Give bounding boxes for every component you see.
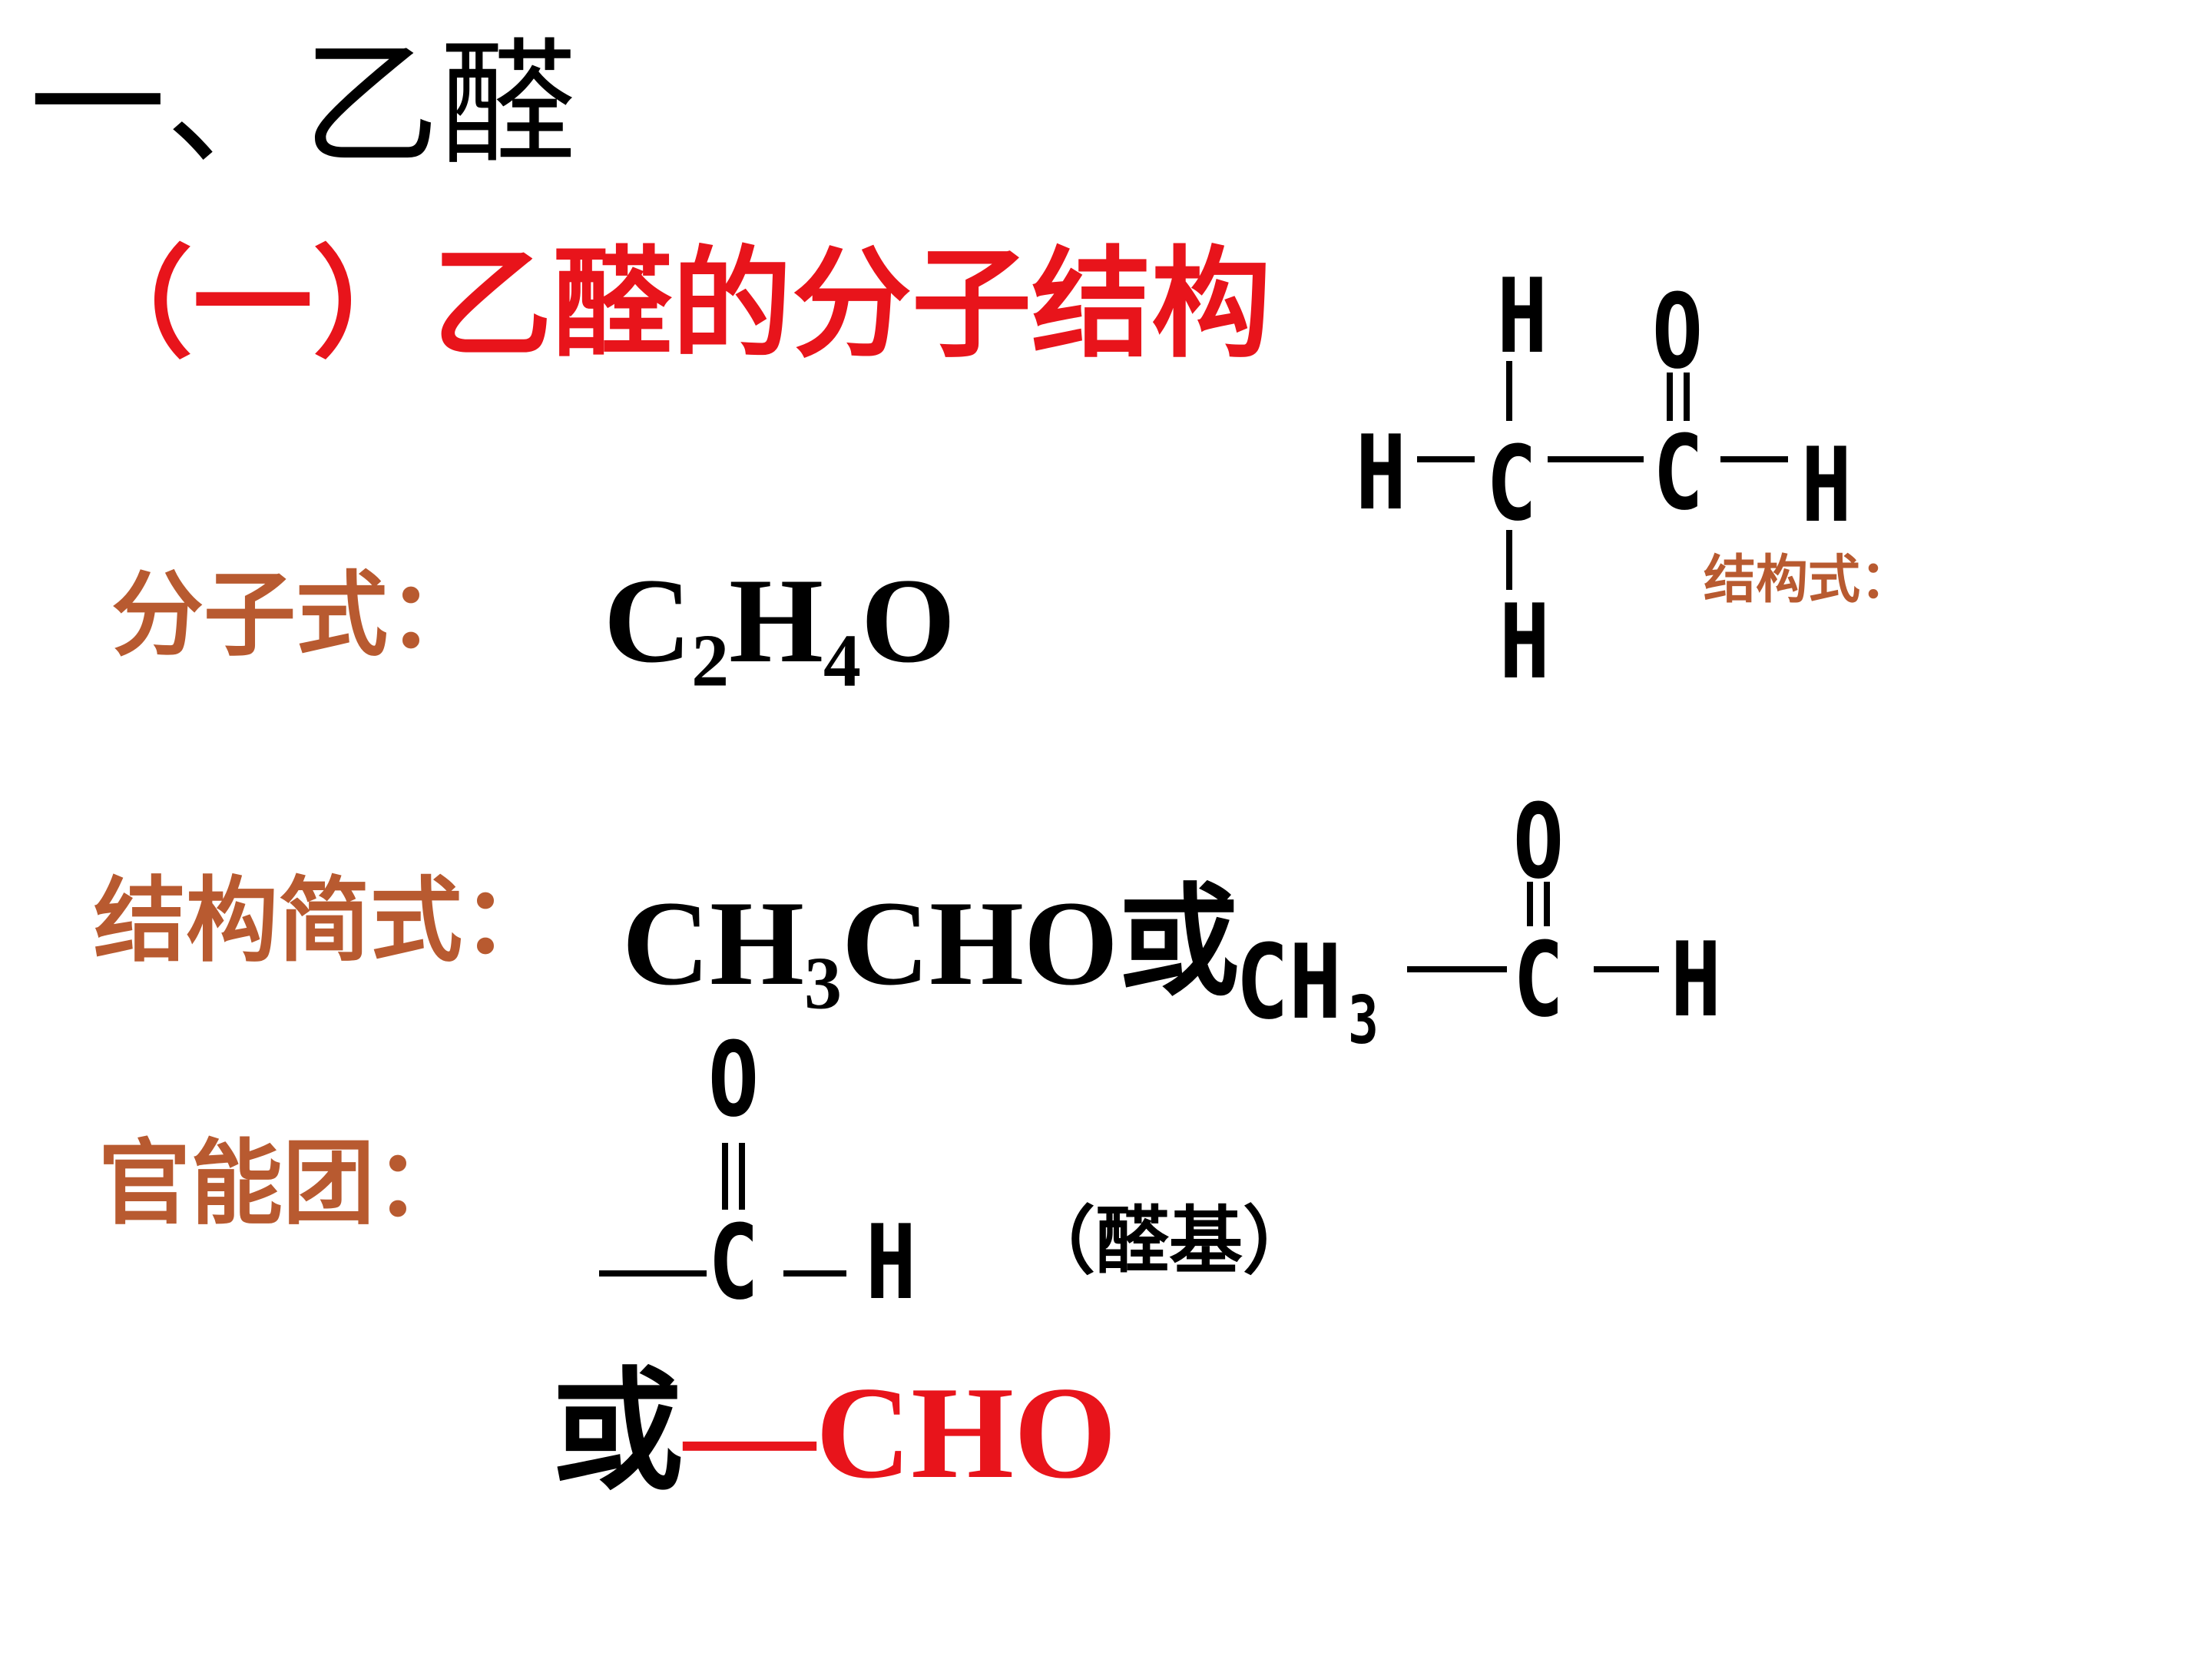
- struct-h-right: H: [1801, 426, 1852, 545]
- cf-ch-sub: 3: [804, 942, 842, 1025]
- slide-title: 一、乙醛: [29, 25, 576, 184]
- section-subtitle: （一）乙醛的分子结构: [73, 234, 1271, 374]
- functional-group-label: 官能团：: [98, 1131, 467, 1237]
- cd-ch3: CH: [1236, 922, 1342, 1042]
- fg-alt-or: 或: [551, 1354, 684, 1508]
- struct-h-bottom: H: [1499, 582, 1550, 702]
- molecular-formula-label: 分子式：: [111, 562, 480, 669]
- cd-o: O: [1513, 782, 1564, 902]
- fg-c: C: [708, 1203, 759, 1323]
- mf-o: O: [860, 554, 955, 688]
- cf-ch: CH: [622, 876, 804, 1011]
- cf-rest: CHO: [841, 876, 1118, 1011]
- mf-h-sub: 4: [823, 619, 861, 703]
- fg-h: H: [866, 1203, 916, 1323]
- struct-h-top: H: [1497, 257, 1548, 376]
- mf-c-sub: 2: [691, 619, 730, 703]
- functional-group-name: （醛基）: [1022, 1198, 1316, 1284]
- mf-c: C: [604, 554, 692, 688]
- cd-c: C: [1513, 920, 1564, 1040]
- fg-alt-formula: —CHO: [684, 1360, 1117, 1506]
- functional-group-alternative: 或—CHO: [551, 1366, 1117, 1500]
- struct-o-top: O: [1652, 272, 1703, 392]
- struct-c2: C: [1653, 413, 1704, 533]
- fg-o: O: [708, 1020, 759, 1140]
- structural-formula-label: 结构式：: [1704, 550, 1913, 611]
- condensed-formula-label: 结构简式：: [94, 868, 555, 975]
- condensed-formula: CH3CHO或: [622, 882, 1240, 1021]
- cf-or: 或: [1118, 872, 1240, 1013]
- mf-h: H: [729, 554, 823, 688]
- struct-c1: C: [1486, 424, 1537, 544]
- cd-h: H: [1671, 920, 1721, 1040]
- molecular-formula: C2H4O: [604, 561, 955, 699]
- struct-h-left: H: [1356, 413, 1406, 533]
- cd-ch3-sub: 3: [1348, 982, 1379, 1059]
